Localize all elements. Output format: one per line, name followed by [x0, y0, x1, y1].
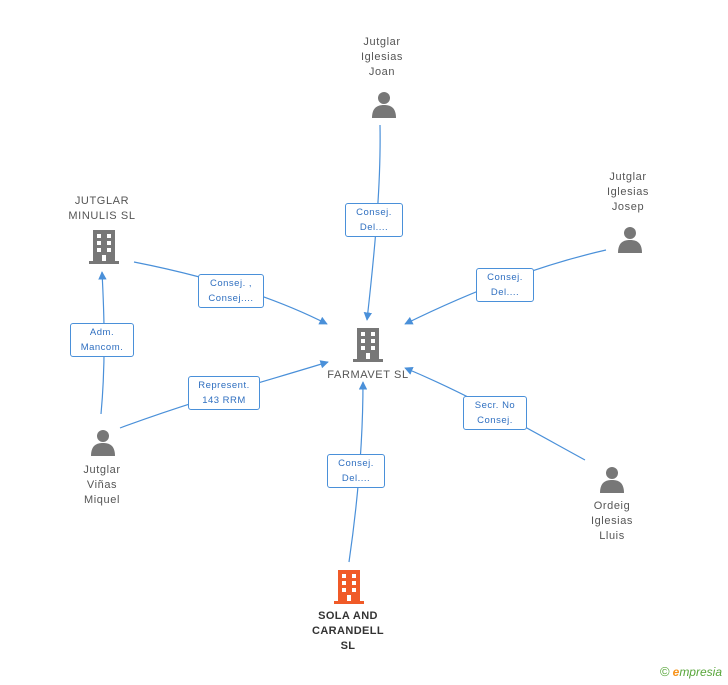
brand-logo-text: mpresia: [679, 665, 722, 679]
edge-label-line: Consej.: [356, 207, 392, 218]
edge-label-line: Consej. ,: [210, 278, 252, 289]
node-label-line: Iglesias: [360, 51, 404, 63]
person-icon: [618, 227, 642, 253]
edge-label-line: Consej.: [487, 272, 523, 283]
edge-label-joan-farmavet[interactable]: Consej. Del....: [345, 203, 403, 237]
edge-label-sola-farmavet[interactable]: Consej. Del....: [327, 454, 385, 488]
edge-label-minulis-farmavet[interactable]: Consej. , Consej....: [198, 274, 264, 308]
node-label-line: Lluis: [599, 530, 625, 542]
node-farmavet[interactable]: FARMAVET SL: [318, 368, 418, 383]
edge-label-line: Mancom.: [80, 342, 124, 353]
edge-label-miquel-farmavet[interactable]: Represent. 143 RRM: [188, 376, 260, 410]
node-josep[interactable]: Jutglar Iglesias Josep: [586, 170, 670, 215]
edge-label-line: Consej....: [208, 293, 254, 304]
node-label-line: Miquel: [83, 494, 120, 506]
building-icon: [89, 230, 119, 264]
node-label-line: JUTGLAR: [74, 195, 130, 207]
node-label-line: Jutglar: [609, 171, 647, 183]
node-label-line: Iglesias: [606, 186, 650, 198]
edge-label-line: Del....: [490, 287, 520, 298]
node-label-line: Viñas: [86, 479, 118, 491]
edge-label-line: Del....: [341, 473, 371, 484]
building-icon: [334, 570, 364, 604]
node-label-line: Jutglar: [363, 36, 401, 48]
copyright-icon: ©: [660, 664, 670, 679]
node-label-line: Ordeig: [593, 500, 631, 512]
edge-label-line: Consej.: [338, 458, 374, 469]
edge-label-lluis-farmavet[interactable]: Secr. No Consej.: [463, 396, 527, 430]
node-miquel[interactable]: Jutglar Viñas Miquel: [60, 463, 144, 508]
edge-label-line: Represent.: [198, 380, 250, 391]
node-label-line: MINULIS SL: [68, 210, 136, 222]
person-icon: [91, 430, 115, 456]
edge-label-line: 143 RRM: [202, 395, 246, 406]
person-icon: [600, 467, 624, 493]
edge-label-josep-farmavet[interactable]: Consej. Del....: [476, 268, 534, 302]
node-label-line: Josep: [611, 201, 645, 213]
edge-label-line: Consej.: [477, 415, 513, 426]
edge-label-miquel-minulis[interactable]: Adm. Mancom.: [70, 323, 134, 357]
edge-label-line: Secr. No: [474, 400, 516, 411]
node-label-line: CARANDELL: [311, 625, 385, 637]
node-label-line: SOLA AND: [318, 610, 378, 622]
node-label-line: Joan: [368, 66, 396, 78]
node-label-line: SL: [340, 640, 356, 652]
node-sola[interactable]: SOLA AND CARANDELL SL: [296, 609, 400, 654]
building-icon: [353, 328, 383, 362]
node-label-line: FARMAVET SL: [327, 369, 409, 381]
node-minulis[interactable]: JUTGLAR MINULIS SL: [50, 194, 154, 224]
node-label-line: Iglesias: [590, 515, 634, 527]
node-joan[interactable]: Jutglar Iglesias Joan: [340, 35, 424, 80]
brand-logo: ©empresia: [660, 664, 722, 679]
node-lluis[interactable]: Ordeig Iglesias Lluis: [570, 499, 654, 544]
edge-label-line: Del....: [359, 222, 389, 233]
brand-logo-e: e: [672, 665, 680, 679]
person-icon: [372, 92, 396, 118]
edge-label-line: Adm.: [89, 327, 115, 338]
node-label-line: Jutglar: [83, 464, 121, 476]
